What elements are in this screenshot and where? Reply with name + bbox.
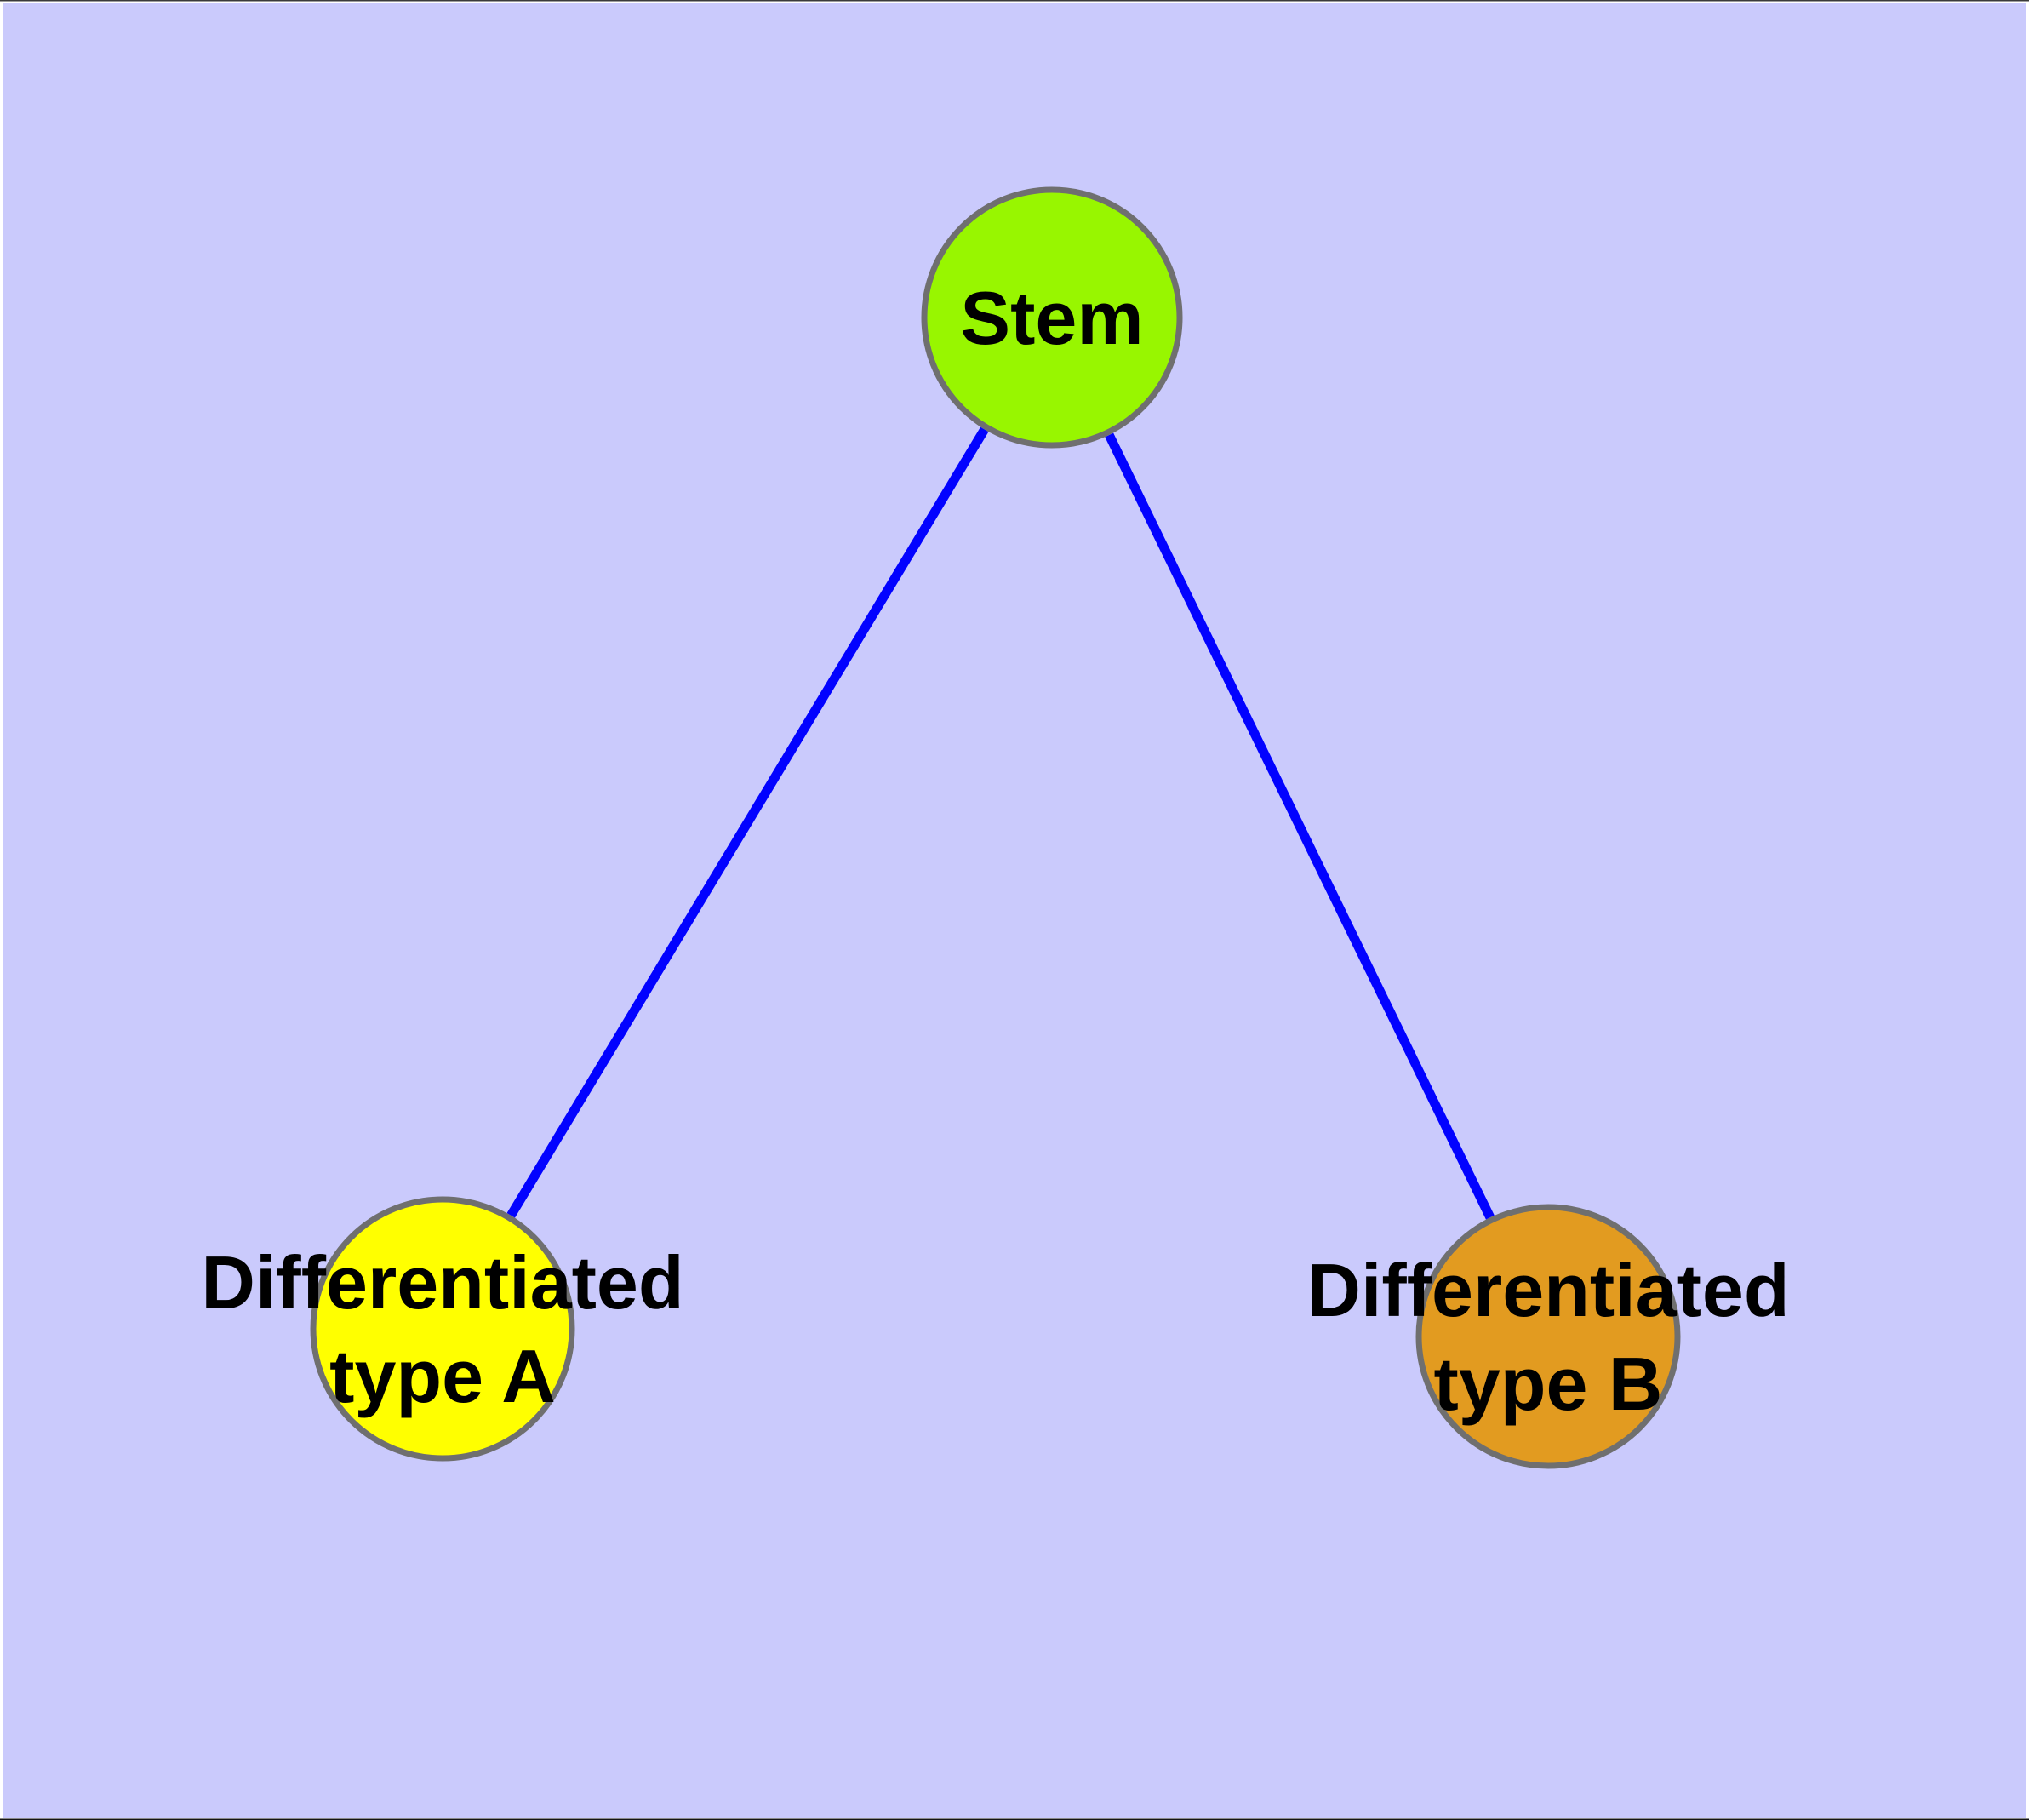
node-differentiated-type-b-label-line-2: type B bbox=[1434, 1342, 1663, 1426]
node-differentiated-type-b-label-line-1: Differentiated bbox=[1306, 1248, 1789, 1332]
edge-stem-to-differentiated-type-b bbox=[1105, 432, 1495, 1220]
node-differentiated-type-a-label-line-2: type A bbox=[329, 1334, 556, 1418]
node-stem-label-line-1: Stem bbox=[960, 276, 1143, 360]
node-differentiated-type-a-circle bbox=[310, 1196, 575, 1462]
window-bottom-border bbox=[0, 1818, 2029, 1820]
edge-stem-to-differentiated-type-a bbox=[506, 426, 989, 1218]
node-stem-circle bbox=[921, 186, 1183, 449]
window-top-border bbox=[0, 0, 2029, 2]
node-differentiated-type-b-circle bbox=[1415, 1204, 1681, 1469]
node-differentiated-type-b-label: Differentiated type B bbox=[1306, 1248, 1789, 1426]
node-stem-label: Stem bbox=[960, 276, 1143, 360]
node-differentiated-type-a-label: Differentiated type A bbox=[201, 1240, 683, 1418]
node-differentiated-type-a-label-line-1: Differentiated bbox=[201, 1240, 683, 1325]
